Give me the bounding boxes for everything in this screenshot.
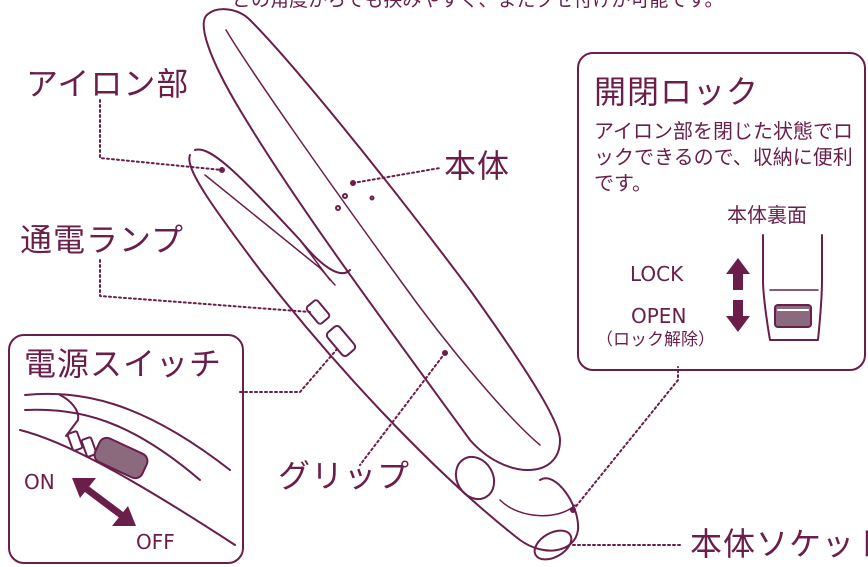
body-upper-arm: [202, 8, 561, 471]
label-socket: 本体ソケット: [690, 525, 868, 563]
iron-lower-arm: [188, 154, 580, 552]
socket-port: [533, 529, 573, 561]
label-lamp: 通電ランプ: [20, 221, 185, 259]
lock-title: 開閉ロック: [594, 73, 760, 111]
release-label: （ロック解除）: [596, 330, 715, 350]
on-off-arrow: [77, 481, 131, 523]
back-side-label: 本体裏面: [727, 203, 807, 227]
hinge: [454, 455, 496, 501]
open-down-arrow: [726, 300, 750, 332]
lamp-window: [305, 299, 331, 325]
label-grip: グリップ: [278, 457, 411, 495]
lock-up-arrow: [726, 258, 750, 290]
switch-off-label: OFF: [136, 530, 175, 554]
header-fragment: どの角度からでも挟みやすく、またクセ付けが可能です。: [232, 0, 724, 11]
open-label: OPEN: [631, 304, 687, 328]
switch-slider: [325, 325, 357, 357]
lock-inset: [577, 52, 866, 371]
label-body: 本体: [444, 147, 511, 185]
switch-title: 電源スイッチ: [24, 345, 223, 383]
switch-on-label: ON: [24, 470, 55, 494]
label-iron: アイロン部: [26, 65, 190, 103]
switch-knob: [93, 436, 149, 480]
lock-description: アイロン部を閉じた状態でロックできるので、収納に便利です。: [594, 119, 853, 195]
lock-label: LOCK: [630, 262, 684, 286]
